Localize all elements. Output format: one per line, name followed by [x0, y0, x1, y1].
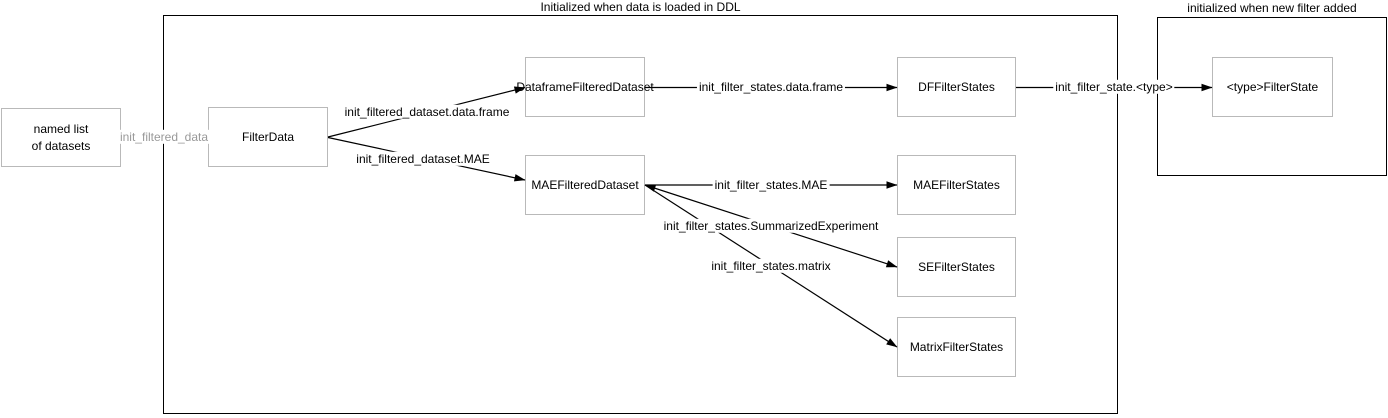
- node-df-filter-states-label: DFFilterStates: [918, 79, 995, 94]
- edge-label-init-filter-states-summarized-experiment: init_filter_states.SummarizedExperiment: [661, 218, 881, 234]
- edge-label-init-filter-states-mae: init_filter_states.MAE: [712, 177, 830, 193]
- node-df-filter-states: DFFilterStates: [897, 57, 1016, 117]
- container-ddl: [163, 15, 1118, 414]
- node-se-filter-states-label: SEFilterStates: [918, 259, 995, 274]
- container-new-filter-title: initialized when new filter added: [1187, 1, 1357, 15]
- node-mae-filter-states-label: MAEFilterStates: [913, 177, 1000, 192]
- container-new-filter: [1157, 17, 1387, 176]
- container-ddl-title: Initialized when data is loaded in DDL: [540, 0, 741, 14]
- node-matrix-filter-states-label: MatrixFilterStates: [909, 339, 1004, 354]
- edge-label-init-filtered-data: init_filtered_data: [117, 129, 211, 145]
- node-dataframe-filtered-dataset-label: DataframeFilteredDataset: [516, 79, 654, 94]
- node-named-list-label: named list of datasets: [31, 122, 91, 153]
- edge-label-init-filter-state-type: init_filter_state.<type>: [1053, 79, 1175, 95]
- node-type-filter-state: <type>FilterState: [1212, 57, 1333, 117]
- node-mae-filtered-dataset-label: MAEFilteredDataset: [531, 177, 639, 192]
- node-filter-data: FilterData: [208, 107, 328, 167]
- node-matrix-filter-states: MatrixFilterStates: [897, 317, 1016, 377]
- node-mae-filter-states: MAEFilterStates: [897, 155, 1016, 215]
- edge-label-init-filtered-dataset-data-frame: init_filtered_dataset.data.frame: [342, 104, 512, 120]
- node-dataframe-filtered-dataset: DataframeFilteredDataset: [516, 57, 654, 117]
- node-mae-filtered-dataset: MAEFilteredDataset: [525, 155, 645, 215]
- node-filter-data-label: FilterData: [241, 129, 294, 144]
- edge-label-init-filter-states-data-frame: init_filter_states.data.frame: [696, 79, 846, 95]
- node-type-filter-state-label: <type>FilterState: [1226, 79, 1319, 94]
- edge-label-init-filtered-dataset-mae: init_filtered_dataset.MAE: [354, 151, 492, 167]
- node-named-list: named list of datasets: [1, 108, 121, 167]
- node-se-filter-states: SEFilterStates: [897, 237, 1016, 297]
- edge-label-init-filter-states-matrix: init_filter_states.matrix: [709, 258, 833, 274]
